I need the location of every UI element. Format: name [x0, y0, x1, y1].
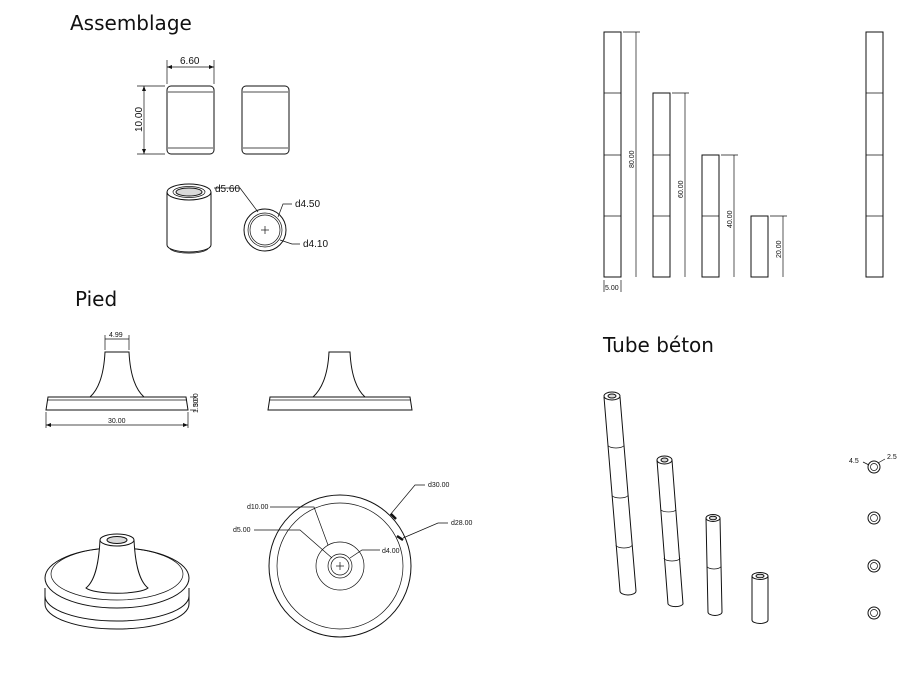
dim-assemblage-inner-d: d4.10: [303, 239, 328, 250]
dim-tube-80: 80.00: [629, 150, 636, 168]
pied-front-view: 4.99 30.00 3.00 1.50: [45, 332, 200, 428]
tubes-3d-view: [603, 391, 769, 624]
dim-assemblage-height: 10.00: [134, 107, 145, 132]
dim-pied-d28: d28.00: [451, 520, 473, 527]
dim-assemblage-outer-d: d5.60: [215, 184, 240, 195]
assemblage-section-view: d5.60 d4.50 d4.10: [214, 184, 328, 252]
dim-tube-section-inner: 2.5: [887, 454, 897, 461]
assemblage-side-view: [241, 85, 290, 155]
dim-pied-d5: d5.00: [233, 527, 251, 534]
section-title-pied: Pied: [75, 287, 117, 311]
assemblage-3d-view: [166, 183, 212, 254]
dim-assemblage-mid-d: d4.50: [295, 199, 320, 210]
tube-sections: 4.5 2.5: [849, 454, 897, 620]
dim-pied-base-h2: 1.50: [193, 399, 200, 413]
dim-pied-top-width: 4.99: [109, 332, 123, 339]
section-title-assemblage: Assemblage: [70, 11, 192, 35]
dim-tube-section-outer: 4.5: [849, 458, 859, 465]
assemblage-front-view: 6.60 10.00: [134, 56, 215, 155]
dim-tube-20: 20.00: [776, 240, 783, 258]
pied-3d-view: [44, 533, 190, 630]
dim-assemblage-width: 6.60: [180, 56, 200, 67]
pied-top-view: d10.00 d5.00 d4.00 d30.00 d28.00: [233, 482, 473, 638]
section-title-tube-beton: Tube béton: [602, 333, 714, 357]
pied-side-view: [267, 351, 413, 411]
dim-tube-60: 60.00: [678, 180, 685, 198]
dim-pied-base-width: 30.00: [108, 418, 126, 425]
dim-pied-base-h1: 3.00: [193, 393, 200, 407]
dim-tube-width: 5.00: [605, 285, 619, 292]
dim-pied-d30: d30.00: [428, 482, 450, 489]
dim-tube-40: 40.00: [727, 210, 734, 228]
dim-pied-d4: d4.00: [382, 548, 400, 555]
tubes-front-view: 80.00 60.00 40.00 20.00 5.00: [603, 31, 884, 292]
dim-pied-d10: d10.00: [247, 504, 269, 511]
